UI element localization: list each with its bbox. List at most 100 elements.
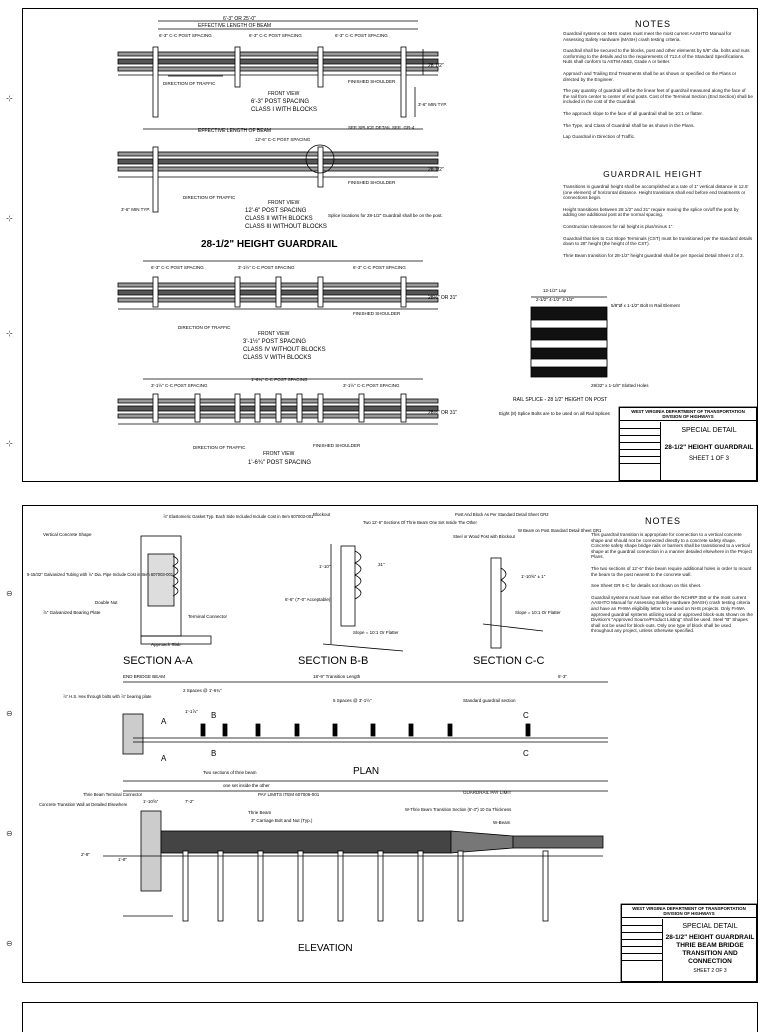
plan-sections-note: Two sections of thrie beam: [203, 770, 257, 775]
sheet2-notes-title: NOTES: [644, 516, 681, 526]
sec-b-label-6: 1'-10": [319, 564, 331, 569]
title-block-2: WEST VIRGINIA DEPARTMENT OF TRANSPORTATI…: [621, 904, 757, 982]
sec-c-label-2: Steel or Wood Post with Blockout: [453, 534, 516, 539]
splice-caption: RAIL SPLICE - 28 1/2" HEIGHT ON POST: [513, 397, 607, 403]
title-block-title: 28-1/2" HEIGHT GUARDRAIL: [664, 444, 754, 451]
drawing-sheet-3: [22, 1002, 758, 1032]
org-line: WEST VIRGINIA DEPARTMENT OF TRANSPORTATI…: [631, 409, 745, 414]
margin-mark: ⊖: [6, 709, 13, 718]
v1-caption-3: CLASS I WITH BLOCKS: [251, 107, 317, 113]
v4-caption-1: FRONT VIEW: [263, 451, 295, 457]
height-note-item: Height transitions between 28 1/2" and 3…: [563, 206, 739, 218]
height-note-item: Construction tolerances for rail height …: [563, 223, 674, 229]
v2-caption-4: CLASS III WITHOUT BLOCKS: [245, 224, 327, 230]
sec-a-label-1: Vertical Concrete Shape: [43, 532, 92, 537]
margin-mark: ⊹: [6, 329, 13, 338]
plan-cut-a-top: A: [161, 717, 167, 726]
title-block-sheet: SHEET 2 OF 3: [693, 968, 727, 974]
plan-label: PLAN: [353, 766, 379, 777]
drawing-sheet-1: 6'-3" OR 25'-0" EFFECTIVE LENGTH OF BEAM…: [22, 8, 758, 482]
splice-bolt: 5/8"Ø x 1-1/2" Bolt In Rail Element: [611, 303, 680, 308]
v3-height: 28½" OR 31": [428, 294, 457, 301]
sec-a-label-3: 5-15/32" Galvanized Tubing with ⅞" Dia. …: [27, 572, 174, 577]
title-block-title-3: TRANSITION AND: [682, 950, 738, 957]
height-note-item: Thrie Beam transition for 28-1/2" height…: [563, 252, 744, 258]
plan-transition-length: 18'-9" Transition Length: [313, 674, 361, 679]
note-item: Approach and Trailing End Treatments sha…: [563, 70, 737, 82]
guardrail-height-notes: Transitions in guardrail height shall be…: [563, 184, 753, 264]
elev-label-1: Thrie Beam Terminal Connector: [83, 792, 143, 797]
margin-mark: ⊹: [6, 439, 13, 448]
title-block-title-4: CONNECTION: [688, 958, 732, 965]
title-block-org: WEST VIRGINIA DEPARTMENT OF TRANSPORTATI…: [620, 408, 756, 421]
plan-end-bridge: END BRIDGE BEAM: [123, 674, 165, 679]
v4-traffic: DIRECTION OF TRAFFIC: [193, 445, 246, 450]
note-item: The two sections of 12'-6" thrie beam re…: [591, 565, 752, 577]
splice-bolts-note: Eight (8) Splice Bolts are to be used on…: [499, 411, 611, 416]
v3-post-spacing-2: 3'-1½" C-C POST SPACING: [238, 264, 295, 270]
elev-label-6: W-Beam: [493, 820, 511, 825]
v2-depth: 3'-6" MIN TYP.: [121, 207, 150, 212]
title-block-title-2: THRIE BEAM BRIDGE: [676, 942, 744, 949]
elev-dim-1: 1'-10⅝": [143, 799, 159, 804]
sec-a-label-7: Approach Slab: [151, 642, 181, 647]
v2-caption-2: 12'-6" POST SPACING: [245, 208, 307, 214]
sec-b-label-2: Two 12'-6" Sections Of Thrie Beam One Se…: [363, 520, 477, 525]
sec-c-label-5: Slope = 10:1 Or Flatter: [515, 610, 561, 615]
v3-shoulder: FINISHED SHOULDER: [353, 311, 401, 316]
note-item: Guardrail systems on NHS routes must mee…: [563, 31, 732, 42]
plan-cut-c-bottom: C: [523, 749, 529, 758]
v1-height: 28 1/2": [428, 63, 444, 69]
sheet2-notes: This guardrail transition is appropriate…: [591, 532, 753, 640]
v2-shoulder: FINISHED SHOULDER: [348, 180, 396, 185]
v1-post-spacing-2: 6'-3" C-C POST SPACING: [249, 33, 302, 38]
v1-shoulder: FINISHED SHOULDER: [348, 79, 396, 84]
note-item: Guardrail shall be secured to the blocks…: [563, 48, 750, 65]
drawing-sheet-2: SECTION A-A SECTION B-B SECTION C-C Vert…: [22, 505, 758, 983]
v3-caption-1: FRONT VIEW: [258, 331, 290, 337]
v1-post-spacing-1: 6'-3" C-C POST SPACING: [159, 33, 212, 38]
plan-cut-b-top: B: [211, 711, 216, 720]
plan-pay-limits: PAY LIMITS ITEM 607006-001: [258, 792, 320, 797]
v2-splice-note: SEE SPLICE DETAIL SEE. GR-4: [348, 125, 415, 130]
plan-cut-b-bottom: B: [211, 749, 216, 758]
note-item: The pay quantity of guardrail will be th…: [563, 88, 753, 105]
v1-effective-length: EFFECTIVE LENGTH OF BEAM: [198, 23, 271, 29]
note-item: The approach slope to the face of all gu…: [563, 110, 703, 116]
margin-mark: ⊖: [6, 829, 13, 838]
v4-height: 28½" OR 31": [428, 409, 457, 416]
margin-mark: ⊖: [6, 589, 13, 598]
v1-caption-1: FRONT VIEW: [268, 91, 300, 97]
revision-column: [620, 422, 661, 480]
sec-a-label-2: ⅞" Elastomeric Gasket Typ. Each Side Inc…: [163, 514, 314, 519]
plan-spaces-2: 5 Spaces @ 3'-1½": [333, 697, 372, 703]
note-item: Lap Guardrail in Direction of Traffic.: [563, 134, 636, 140]
plan-spaces-1: 2 Spaces @ 1'-6¾": [183, 688, 222, 693]
sec-b-label-5: 31": [378, 562, 385, 567]
v3-post-spacing-1: 6'-3" C-C POST SPACING: [151, 265, 204, 270]
title-block-type: SPECIAL DETAIL: [682, 923, 738, 930]
note-item: Guardrail systems must have met either t…: [591, 594, 753, 634]
section-c-c-label: SECTION C-C: [473, 655, 545, 667]
note-item: This guardrail transition is appropriate…: [591, 532, 753, 560]
elev-label-2: Concrete Transition Wall as Detailed Els…: [39, 802, 128, 807]
sec-c-label-3: W Beam on Post Standard Detail Sheet GR1: [518, 528, 602, 533]
splice-slot: 29/32" x 1-1/8" Slotted Holes: [591, 383, 649, 388]
section-a-a-label: SECTION A-A: [123, 655, 193, 667]
v1-caption-2: 6'-3" POST SPACING: [251, 99, 309, 105]
elev-dim-2: 7'-2": [185, 799, 194, 804]
sec-a-label-5: ⅞" Galvanized Bearing Plate: [43, 610, 101, 615]
elev-dim-3: 2'-8": [81, 852, 90, 857]
note-item: The Type, and Class of Guardrail shall b…: [563, 122, 695, 128]
title-block-1: WEST VIRGINIA DEPARTMENT OF TRANSPORTATI…: [619, 407, 757, 481]
splice-dim-1: 12-1/2" Lap: [543, 288, 567, 293]
v2-caption-1: FRONT VIEW: [268, 200, 300, 206]
elev-label-4: 3" Carriage Bolt and Nut (Typ.): [251, 818, 313, 823]
v4-caption-2: 1'-6¾" POST SPACING: [248, 460, 311, 466]
plan-cut-a-bottom: A: [161, 754, 167, 763]
v2-caption-3: CLASS II WITH BLOCKS: [245, 216, 313, 222]
v3-traffic: DIRECTION OF TRAFFIC: [178, 325, 231, 330]
title-block-org: WEST VIRGINIA DEPARTMENT OF TRANSPORTATI…: [622, 905, 756, 918]
note-item: See Sheet GR 6-C for details not shown o…: [591, 583, 702, 589]
height-note-item: Transitions in guardrail height shall be…: [563, 184, 749, 201]
